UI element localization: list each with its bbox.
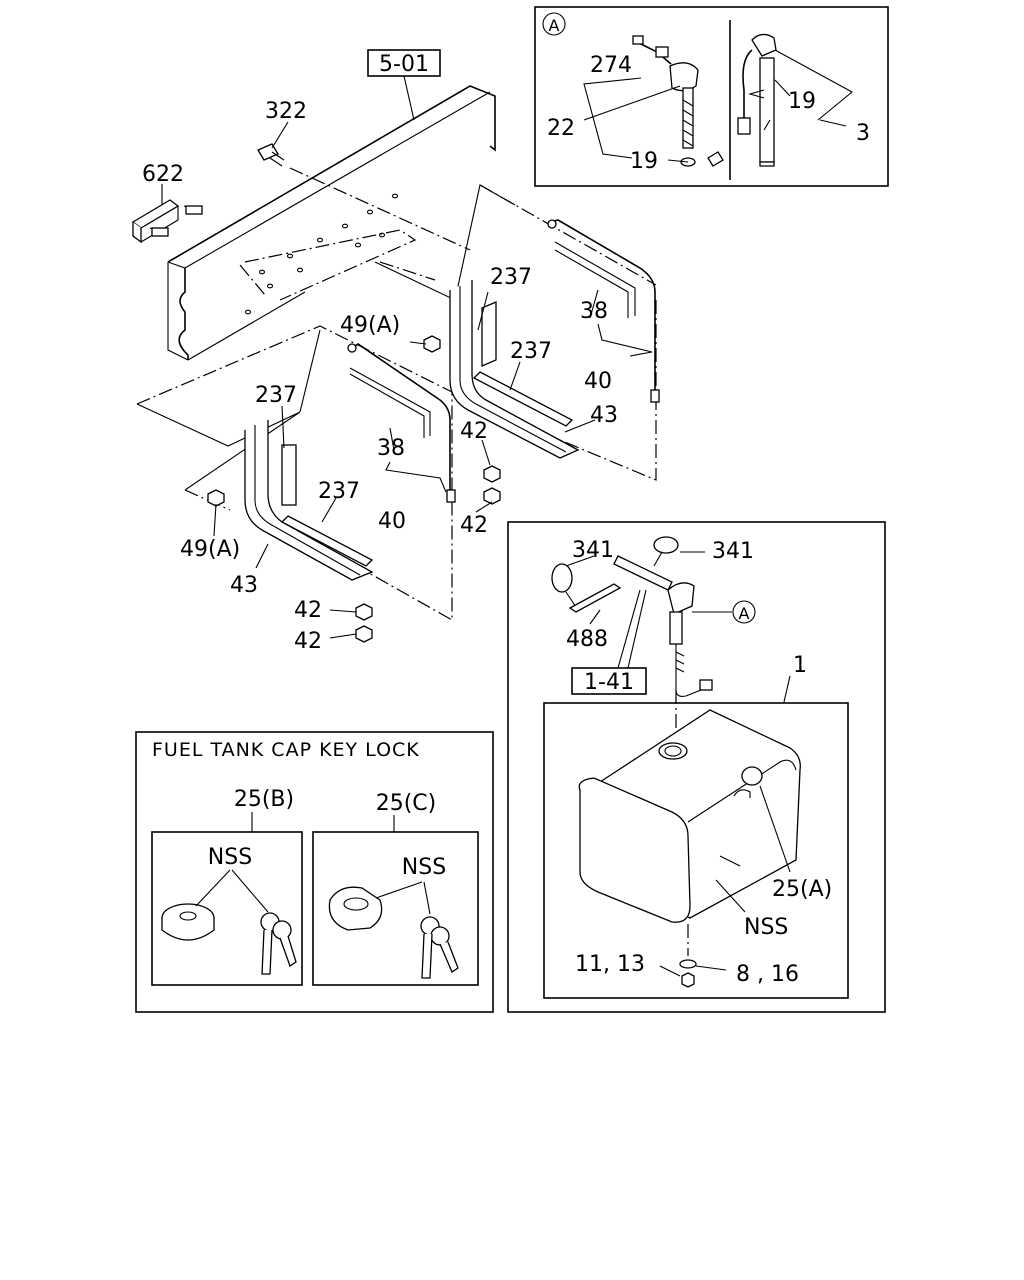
frame-rail-assembly: 5-01 322 — [131, 49, 660, 654]
callout-43-right: 43 — [590, 403, 618, 428]
detail-a-marker-label: A — [549, 16, 560, 35]
callout-237-left-vertical: 237 — [255, 383, 297, 408]
bolt-322 — [257, 143, 285, 167]
callout-237-right-horizontal: 237 — [510, 339, 552, 364]
cap-lock-ref-right: 25(C) — [376, 791, 437, 816]
callout-40-left: 40 — [378, 509, 406, 534]
callout-8-16: 8 , 16 — [736, 962, 799, 987]
callout-488: 488 — [566, 627, 608, 652]
callout-43-left: 43 — [230, 573, 258, 598]
callout-19-gauge: 19 — [788, 89, 816, 114]
callout-622: 622 — [142, 162, 184, 187]
pad-237-left-vertical — [281, 444, 297, 506]
detail-a-reference-circle — [732, 600, 756, 624]
band-clips-341 — [551, 536, 679, 611]
fuel-line-ref-box — [571, 667, 647, 695]
cap-key-lock-panel: FUEL TANK CAP KEY LOCK 25(B) 25(C) NSS N… — [135, 731, 494, 1013]
callout-38-left: 38 — [377, 436, 405, 461]
frame-ref-label: 5-01 — [379, 52, 429, 77]
strap-38-40-left — [347, 343, 456, 503]
cap-lock-nss-left: NSS — [208, 845, 252, 870]
callout-322: 322 — [265, 99, 307, 124]
callout-40-right: 40 — [584, 369, 612, 394]
callout-25a: 25(A) — [772, 877, 832, 902]
cap-lock-ref-left: 25(B) — [234, 787, 294, 812]
callout-237-right-vertical: 237 — [490, 265, 532, 290]
callout-341-left: 341 — [572, 538, 614, 563]
cap-lock-title: FUEL TANK CAP KEY LOCK — [152, 739, 420, 761]
callout-nss-tank: NSS — [744, 915, 788, 940]
callout-341-right: 341 — [712, 539, 754, 564]
fuel-tank-1 — [578, 709, 801, 923]
strap-38-40-right — [547, 219, 660, 403]
cap-lock-right-box — [312, 831, 479, 986]
pad-237-right-vertical — [481, 301, 497, 367]
callout-1: 1 — [793, 653, 807, 678]
detail-a-marker-circle — [542, 12, 566, 36]
callout-42-left-lower: 42 — [294, 629, 322, 654]
fuel-gauge-unit — [737, 33, 777, 167]
callout-3: 3 — [856, 121, 870, 146]
pad-237-left-horizontal — [280, 515, 374, 567]
cap-lock-left-box — [151, 831, 303, 986]
cap-25b-with-keys — [161, 869, 297, 975]
fuel-sender-unit — [632, 35, 724, 167]
callout-22: 22 — [547, 116, 575, 141]
harness-488 — [568, 555, 713, 697]
callout-42-right-upper: 42 — [460, 419, 488, 444]
nuts — [207, 335, 501, 643]
callout-11-13: 11, 13 — [575, 952, 645, 977]
frame-holes — [244, 193, 399, 315]
callout-49a-upper: 49(A) — [340, 313, 400, 338]
bracket-43-left — [244, 420, 374, 581]
callout-19-sender: 19 — [630, 149, 658, 174]
callout-42-left-upper: 42 — [294, 598, 322, 623]
callout-274: 274 — [590, 53, 632, 78]
detail-a-reference-label: A — [739, 604, 750, 623]
callout-237-left-horizontal: 237 — [318, 479, 360, 504]
drain-plug — [679, 924, 697, 988]
pad-237-right-horizontal — [472, 371, 574, 427]
fuel-line-ref-label: 1-41 — [584, 670, 634, 695]
fuel-tank-panel: A 1-41 341 341 488 1 25(A) NSS — [507, 521, 886, 1013]
cap-lock-nss-right: NSS — [402, 855, 446, 880]
callout-38-right: 38 — [580, 299, 608, 324]
plate-622 — [131, 199, 203, 244]
callout-42-right-lower: 42 — [460, 513, 488, 538]
detail-a-panel: A 274 22 19 19 — [534, 6, 889, 187]
bracket-43-right — [449, 280, 580, 459]
cap-25c-with-keys — [328, 881, 459, 979]
callout-49a-lower: 49(A) — [180, 537, 240, 562]
